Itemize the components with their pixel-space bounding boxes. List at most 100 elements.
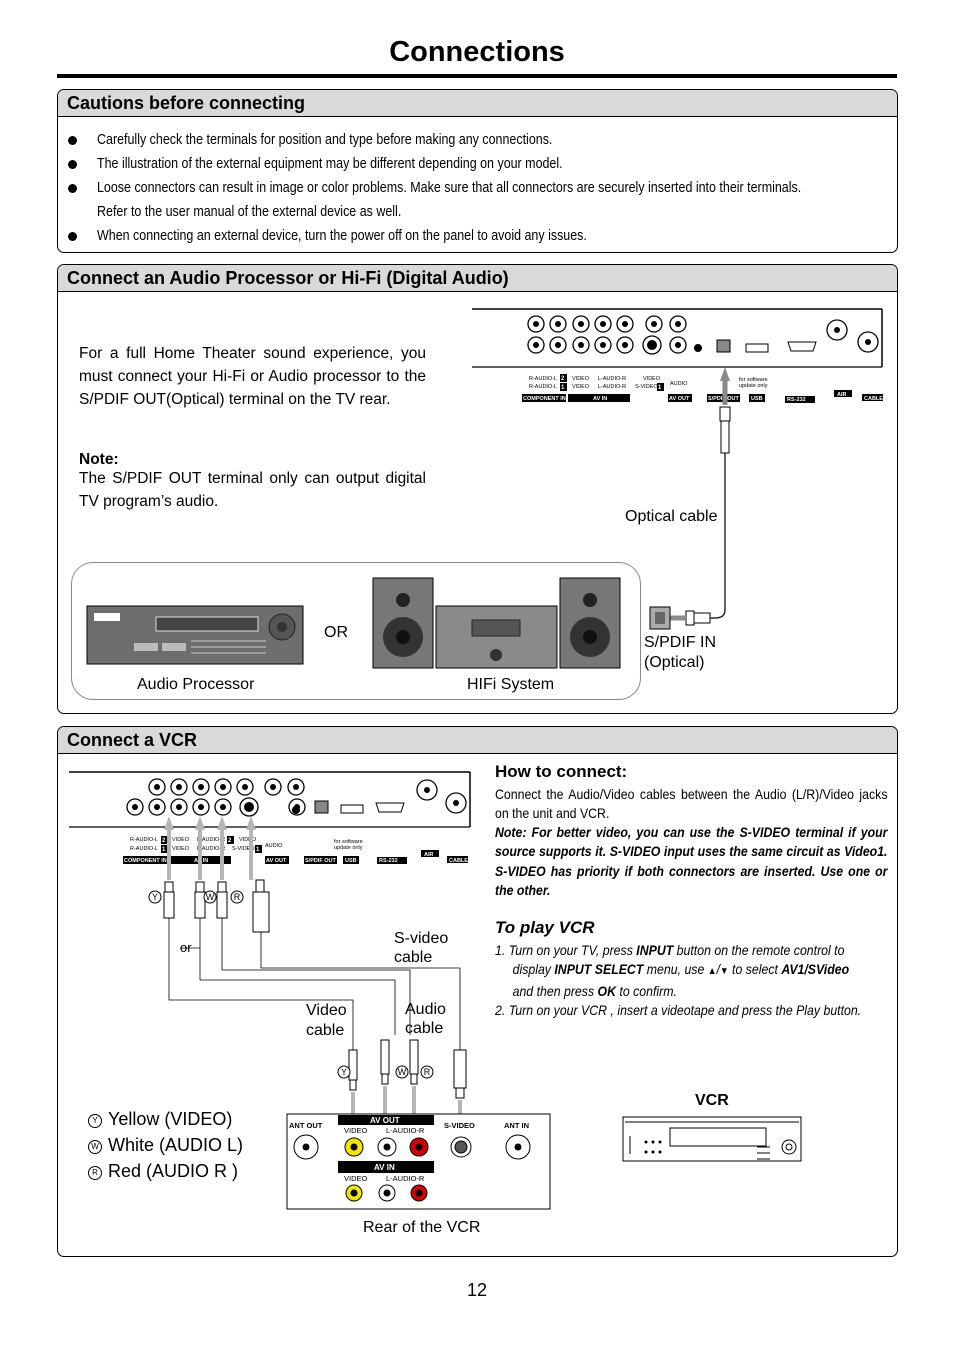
svg-text:RS-232: RS-232 (379, 858, 398, 864)
svg-text:AV OUT: AV OUT (370, 1116, 400, 1125)
svg-text:VIDEO: VIDEO (344, 1126, 368, 1135)
svg-text:W: W (206, 892, 215, 902)
svg-text:S-VIDEO: S-VIDEO (444, 1121, 475, 1130)
svg-text:VIDEO: VIDEO (572, 384, 590, 390)
svg-text:COMPONENT IN: COMPONENT IN (523, 396, 566, 402)
list-item: Carefully check the terminals for positi… (66, 128, 866, 152)
svg-text:USB: USB (345, 858, 357, 864)
cautions-header: Cautions before connecting (58, 90, 897, 117)
svg-text:AV IN: AV IN (374, 1163, 395, 1172)
svg-text:AIR: AIR (837, 392, 847, 398)
spdif-in-optical-label: (Optical) (644, 654, 705, 671)
optical-cable-label: Optical cable (625, 508, 718, 525)
audio-processor-label: Audio Processor (137, 676, 255, 693)
how-to-connect-title: How to connect: (495, 762, 628, 781)
y-circle-icon: Y (88, 1114, 102, 1128)
svg-text:2: 2 (162, 838, 166, 844)
cautions-section: Cautions before connecting Carefully che… (57, 89, 898, 253)
cautions-list: Carefully check the terminals for positi… (66, 128, 866, 248)
svg-text:L-AUDIO-R: L-AUDIO-R (197, 837, 225, 843)
step-2: 2. Turn on your VCR , insert a videotape… (495, 1001, 862, 1018)
svg-text:S/PDIF OUT: S/PDIF OUT (305, 858, 337, 864)
svg-text:S-VIDEO: S-VIDEO (232, 846, 255, 852)
svg-text:Y: Y (152, 892, 158, 902)
svideo-cable-label: S-video (394, 930, 449, 947)
svg-text:CABLE: CABLE (864, 396, 883, 402)
vcr-rear-panel: AV OUT AV IN ANT OUT ANT IN S-VIDEO VIDEO L-A… (286, 1113, 551, 1210)
svg-text:1: 1 (561, 385, 565, 391)
svg-text:VIDEO: VIDEO (172, 846, 190, 852)
step-1-line-3: and then press OK to confirm. (512, 982, 677, 999)
hifi-system-label: HIFi System (467, 676, 555, 693)
audio-section: Connect an Audio Processor or Hi-Fi (Dig… (57, 264, 898, 714)
svg-text:R-AUDIO-L: R-AUDIO-L (529, 384, 557, 390)
svg-text:L-AUDIO-R: L-AUDIO-R (386, 1174, 425, 1183)
vcr-section: Connect a VCR (57, 726, 898, 1257)
play-steps: 1. Turn on your TV, press INPUT button o… (495, 941, 945, 1020)
svg-text:USB: USB (751, 396, 763, 402)
r-circle-icon: R (88, 1166, 102, 1180)
tv-rear-panel: R-AUDIO-L R-AUDIO-L VIDEO L-AUDIO-R VIDE… (472, 308, 883, 403)
svg-text:ANT OUT: ANT OUT (289, 1121, 323, 1130)
audio-header: Connect an Audio Processor or Hi-Fi (Dig… (58, 265, 897, 292)
svg-text:1: 1 (658, 385, 662, 391)
page-title: Connections (389, 36, 565, 68)
svg-text:VIDEO: VIDEO (572, 376, 590, 382)
svg-text:AV OUT: AV OUT (669, 396, 690, 402)
svg-text:S-VIDEO: S-VIDEO (635, 384, 658, 390)
svg-text:R-AUDIO-L: R-AUDIO-L (130, 837, 158, 843)
step-1-line-2: display INPUT SELECT menu, use ▲/▼ to se… (512, 961, 850, 978)
svg-text:RS-232: RS-232 (787, 397, 806, 403)
audio-processor-image (86, 605, 304, 665)
audio-intro: For a full Home Theater sound experience… (79, 345, 426, 408)
svg-text:or: or (180, 940, 192, 955)
svg-text:update only: update only (334, 845, 363, 851)
video-cable-label-2: cable (306, 1022, 345, 1039)
svg-text:AUDIO: AUDIO (265, 843, 283, 849)
svg-text:update only: update only (739, 383, 768, 389)
svg-text:L-AUDIO-R: L-AUDIO-R (598, 376, 626, 382)
list-item: When connecting an external device, turn… (66, 224, 866, 248)
svg-text:R: R (424, 1067, 431, 1077)
svg-text:1: 1 (256, 847, 260, 853)
list-item: Loose connectors can result in image or … (66, 176, 866, 200)
vcr-label: VCR (695, 1092, 729, 1109)
vcr-header: Connect a VCR (58, 727, 897, 754)
svg-text:ANT IN: ANT IN (504, 1121, 529, 1130)
bullet-icon (68, 232, 77, 241)
svg-text:COMPONENT IN: COMPONENT IN (124, 858, 167, 864)
how-to-connect-text: Connect the Audio/Video cables between t… (495, 786, 888, 822)
audio-devices-frame (71, 562, 641, 700)
or-label: OR (324, 624, 348, 641)
svg-text:L-AUDIO-R: L-AUDIO-R (386, 1126, 425, 1135)
how-to-connect-note: Note: For better video, you can use the … (495, 824, 888, 898)
vcr-cables: or (163, 816, 467, 1120)
audio-cable-label-2: cable (405, 1020, 444, 1037)
svg-text:for software: for software (739, 377, 768, 383)
down-arrow-icon: ▼ (719, 966, 729, 978)
list-item: The illustration of the external equipme… (66, 152, 866, 176)
svg-text:VIDEO: VIDEO (239, 837, 257, 843)
svideo-cable-label-2: cable (394, 949, 433, 966)
svg-text:1: 1 (162, 847, 166, 853)
svg-text:for software: for software (334, 839, 363, 845)
video-cable-label: Video (306, 1002, 347, 1019)
svg-text:W: W (398, 1067, 407, 1077)
rear-of-vcr-label: Rear of the VCR (363, 1219, 481, 1236)
svg-text:2: 2 (228, 838, 232, 844)
svg-text:2: 2 (561, 376, 565, 382)
svg-text:R-AUDIO-L: R-AUDIO-L (130, 846, 158, 852)
svg-text:VIDEO: VIDEO (172, 837, 190, 843)
svg-text:CABLE: CABLE (449, 858, 468, 864)
spdif-in-label: S/PDIF IN (644, 634, 717, 651)
svg-text:Y: Y (341, 1067, 347, 1077)
svg-text:L-AUDIO-R: L-AUDIO-R (598, 384, 626, 390)
step-1: 1. Turn on your TV, press INPUT button o… (495, 942, 845, 958)
audio-note-label: Note: (79, 451, 119, 468)
audio-note: The S/PDIF OUT terminal only can output … (79, 470, 426, 510)
svg-text:AV IN: AV IN (593, 396, 607, 402)
